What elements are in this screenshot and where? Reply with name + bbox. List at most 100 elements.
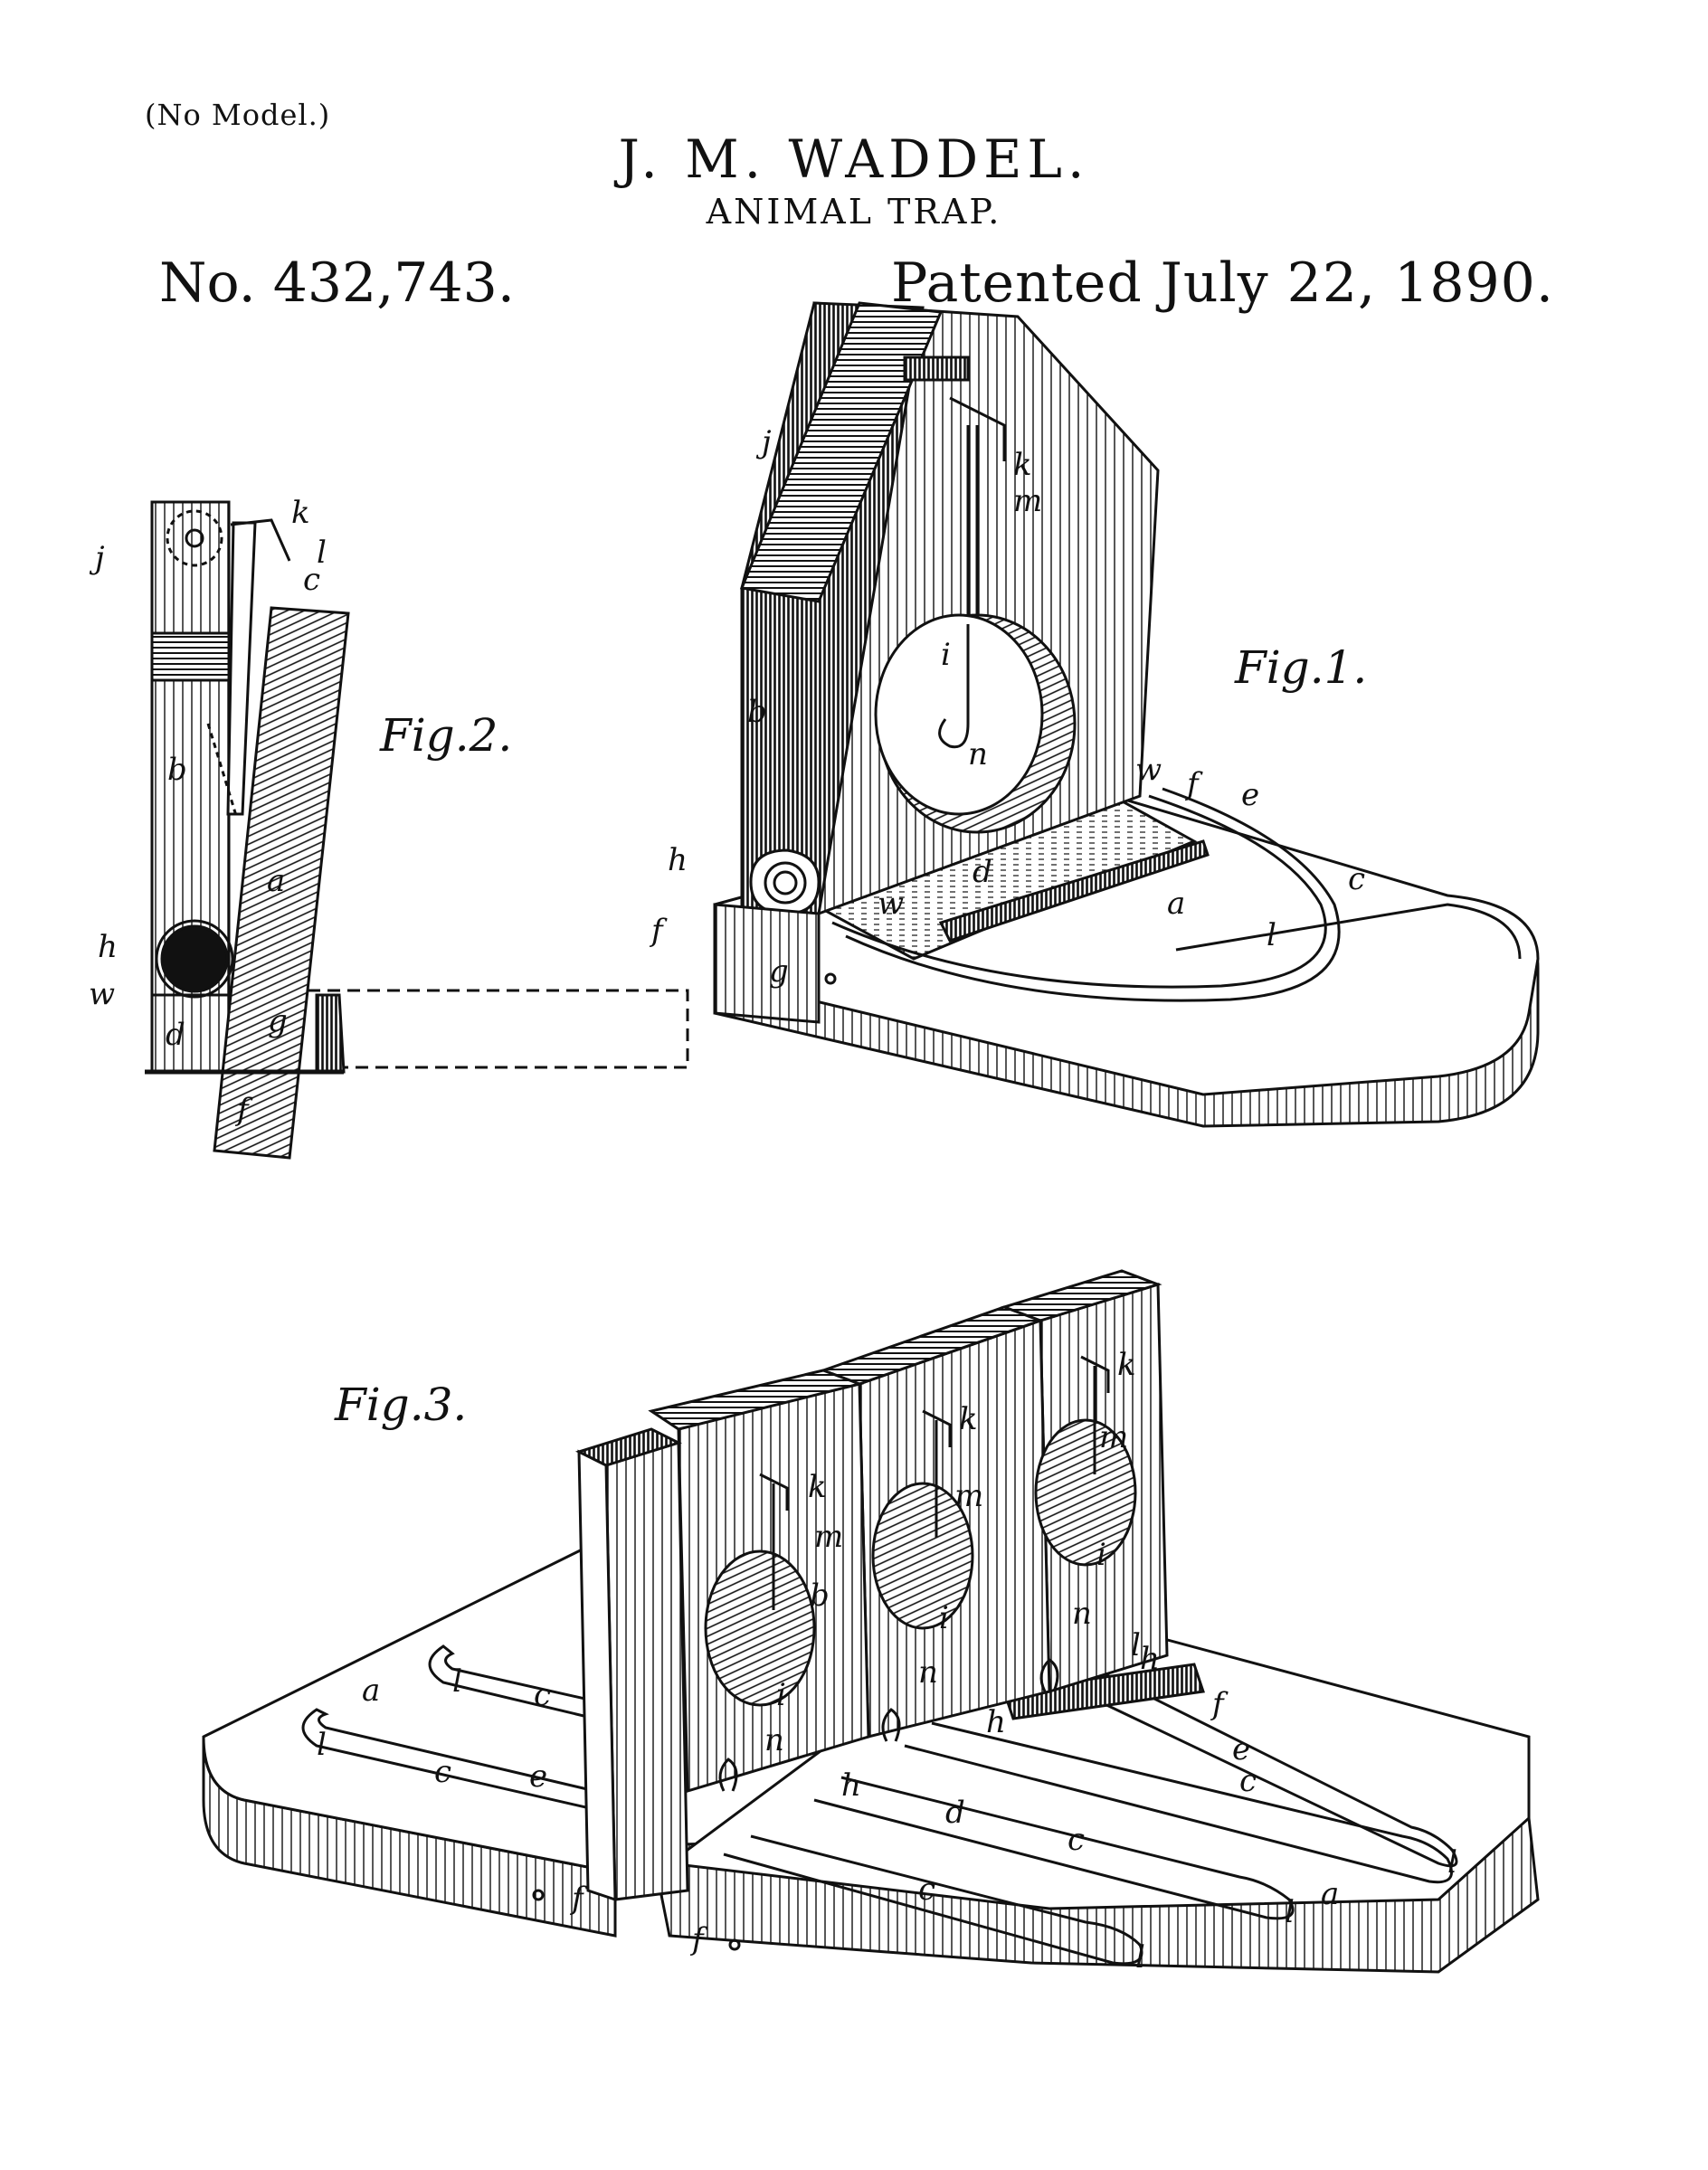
fig3-label-h3: h [1140,1641,1160,1677]
fig3-label-l2: l [452,1663,462,1700]
fig3-catch-k1 [759,1473,789,1511]
fig2-label-d: d [166,1017,185,1053]
fig1-spring-wire-c [831,794,1327,989]
fig3-label-i2: i [939,1600,949,1636]
figure-1: j k m i n b h f g w w f e d a c l Fig.1. [649,301,1540,1128]
fig3-label-k3: k [1117,1347,1136,1383]
fig1-label-e: e [1241,777,1259,813]
fig2-label-w: w [89,976,115,1012]
fig3-label-c3: c [1068,1822,1085,1858]
fig3-label-l4: l [1285,1894,1295,1930]
invention-title: ANIMAL TRAP. [706,192,1002,232]
fig3-label-c5: c [1239,1763,1257,1799]
fig3-label-e-left: e [529,1758,547,1795]
fig1-base-top-rim [1175,903,1522,960]
fig3-right-spring-3 [904,1721,1453,1884]
fig1-catch-k [949,396,1006,461]
fig1-label-k: k [1013,447,1032,483]
fig1-label-j: j [755,424,772,460]
fig3-title: Fig.3. [334,1379,467,1431]
fig2-base-block-d [150,993,231,1074]
fig1-title: Fig.1. [1234,641,1367,694]
fig1-coil-h-core [773,870,798,895]
fig1-upright-top-edge [739,301,944,603]
fig1-label-h: h [668,842,688,878]
fig1-hook-i [938,624,970,749]
patent-date: Patented July 22, 1890. [891,251,1554,315]
fig3-label-m2: m [954,1478,983,1514]
fig3-label-a-left: a [362,1673,380,1709]
fig2-pivot-j [166,509,223,567]
fig3-label-c4: c [918,1872,935,1908]
fig3-screw-right [728,1938,741,1951]
fig1-bait-disk-face [874,613,1044,816]
fig3-disk-2-n [871,1482,974,1630]
fig3-slot-e [1002,1663,1205,1720]
fig2-coil-h [160,924,229,993]
fig2-label-l: l [317,535,327,571]
fig2-title: Fig.2. [379,709,512,762]
fig3-label-c2: c [434,1754,451,1790]
fig2-coil-h-outer [155,919,234,999]
fig2-spring-arm-c [226,521,257,816]
fig1-front-block-f [713,903,821,1024]
fig3-end-board-side [604,1440,689,1901]
fig3-label-b: b [810,1578,830,1614]
fig3-label-i1: i [776,1677,786,1713]
fig3-coil-h1 [718,1758,738,1792]
fig1-coil-h [749,848,821,915]
fig2-catch-k [230,518,291,562]
fig1-top-slot [903,355,970,382]
fig1-label-n: n [968,736,988,772]
fig2-board-shading [150,631,231,682]
fig2-treadle-board-a [213,606,350,1160]
fig3-screw-left [532,1889,545,1901]
fig3-coil-h3 [1039,1658,1059,1692]
fig1-label-w-upper: w [1135,752,1162,788]
fig2-label-j: j [89,540,105,576]
fig1-label-f-upper: f [1184,766,1203,802]
fig1-label-a: a [1167,886,1185,922]
fig3-label-k1: k [808,1469,827,1505]
fig3-label-l1: l [317,1727,327,1763]
fig3-label-l3: l [1135,1939,1145,1976]
fig1-spring-wire-c2 [845,787,1341,1002]
inventor-name: J. M. WADDEL. [618,128,1090,190]
fig1-label-w-lower: w [878,886,904,922]
fig1-label-b: b [747,694,767,730]
no-model-note: (No Model.) [145,98,331,132]
fig2-label-c: c [303,562,320,598]
fig3-left-base-top [202,1526,626,1874]
fig3-right-spring-2 [813,1776,1295,1920]
fig3-label-m3: m [1099,1419,1128,1455]
fig3-label-e-right: e [1232,1731,1250,1767]
fig3-label-n1: n [764,1722,784,1758]
fig3-right-spring-4 [1039,1654,1458,1868]
fig2-label-k: k [291,495,310,531]
fig1-coil-h-inner [764,861,807,905]
fig2-label-a: a [267,863,285,899]
fig2-dashed-spring [206,723,239,820]
fig3-label-n3: n [1072,1596,1092,1632]
fig2-stop-block [315,993,346,1074]
fig3-label-a-right: a [1321,1876,1339,1912]
fig1-label-m: m [1013,483,1042,519]
fig1-label-g: g [769,953,789,990]
fig2-pivot-j-center [185,528,204,548]
fig2-dashed-trap-outline [308,989,689,1069]
fig1-slot-e [938,839,1210,943]
fig1-label-i: i [941,637,951,673]
fig3-disk-1-n [704,1549,816,1707]
fig3-catch-k2 [922,1409,952,1447]
fig3-label-h2: h [986,1704,1006,1740]
figure-3: a a b c c c c c d e e f f f h h h i i i [202,1269,1540,1976]
fig1-label-d: d [973,854,992,890]
fig3-right-spring-1 [723,1834,1143,1966]
fig3-label-l6: l [1131,1627,1141,1663]
fig3-board-1-top [648,1369,865,1431]
figure-2: j k l c b a h w d g f Fig.2. [89,495,689,1160]
fig2-label-b: b [167,752,187,788]
fig3-label-n2: n [918,1654,938,1691]
patent-number: No. 432,743. [159,251,515,315]
